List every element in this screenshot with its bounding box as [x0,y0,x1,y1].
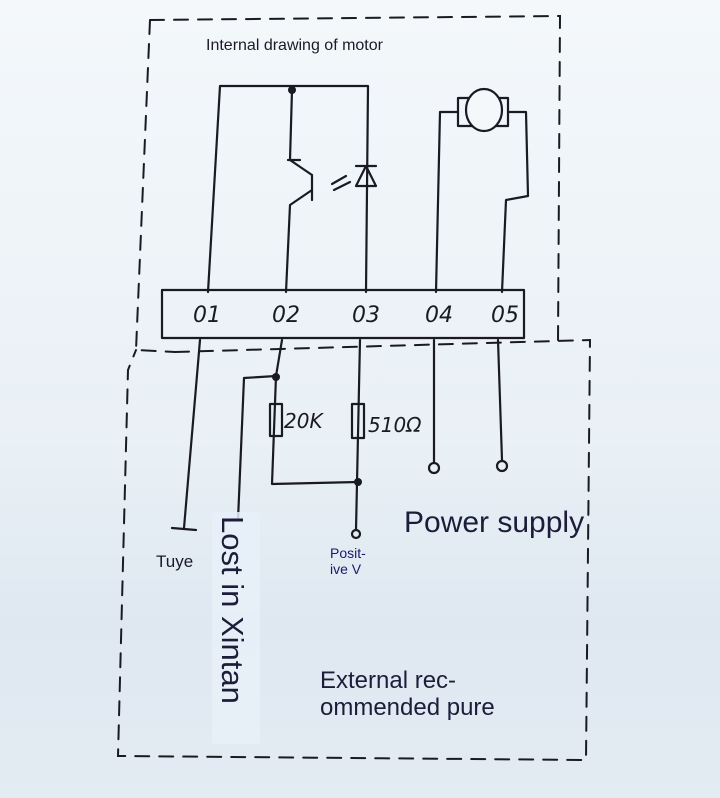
internal-bus-wire [206,84,370,294]
motor-icon [464,87,504,133]
terminal-label: 05 [491,303,519,328]
power-terminal [427,461,441,475]
external-boundary [116,338,592,762]
resistor-20k-label: 20K [284,409,324,433]
terminal-label: 03 [352,303,380,328]
terminal-label: 04 [425,303,453,328]
junction-dot [354,478,362,486]
resistor-510-label: 510Ω [368,413,422,437]
terminal-label: 02 [272,303,300,328]
diagram-title: Internal drawing of motor [206,37,383,54]
junction-dot [272,373,280,381]
resistor-510 [350,402,366,440]
lost-label-box: Lost in Xintan [212,512,260,744]
positive-wire [354,338,362,532]
power-wire-5 [496,338,504,462]
positive-voltage-label: Posit- ive V [330,545,366,577]
power-terminal [495,459,509,473]
led-symbol [330,164,378,192]
internal-boundary [134,14,562,353]
motor-wire [434,110,530,294]
terminal-label: 01 [193,303,221,328]
terminal-block [160,288,526,340]
signal-wire [236,338,360,522]
signal-output-label: Lost in Xintan [215,516,250,704]
positive-terminal [350,528,362,540]
ground-label: Tuye [156,552,194,571]
power-supply-label: Power supply [404,506,585,539]
resistor-20k [268,402,284,438]
external-note-label: External rec- ommended pure [320,667,495,721]
phototransistor-symbol [284,88,314,294]
ground-wire [170,338,202,532]
